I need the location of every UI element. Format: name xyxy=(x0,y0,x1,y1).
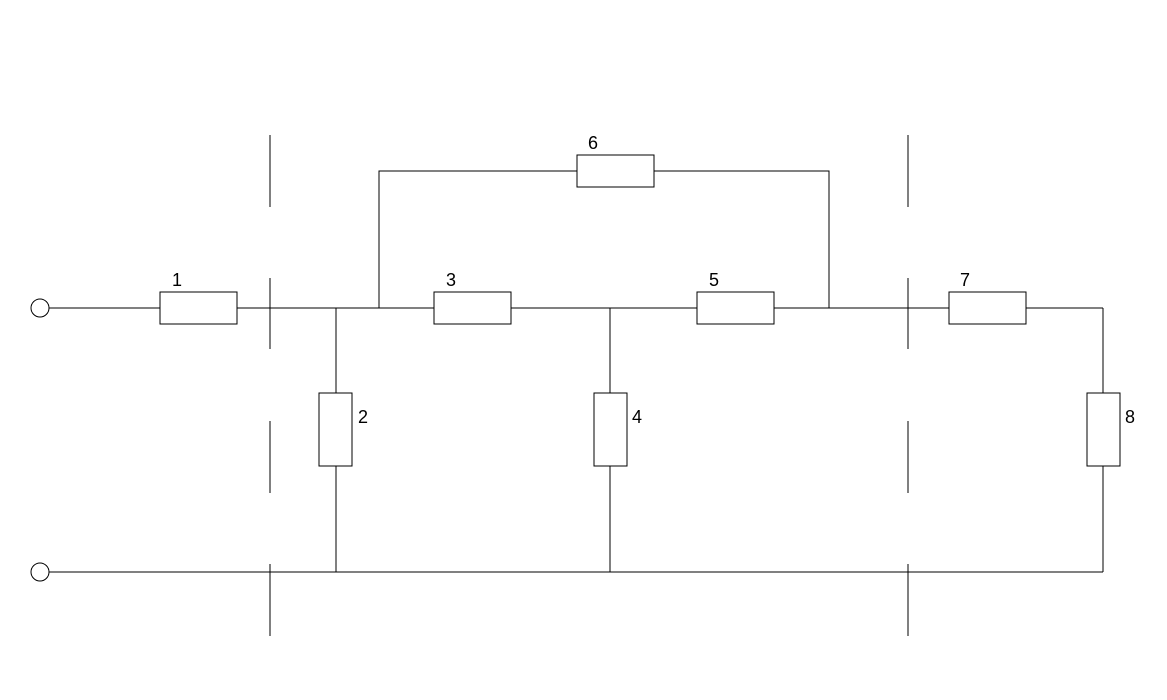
resistor-3 xyxy=(433,291,512,325)
resistor-6-label: 6 xyxy=(588,133,598,153)
resistor-3-label: 3 xyxy=(446,270,456,290)
input-terminal-top xyxy=(30,298,50,318)
resistor-2 xyxy=(318,392,353,467)
resistor-1 xyxy=(159,291,238,325)
resistor-1-label: 1 xyxy=(172,270,182,290)
wire-r6-left-leg xyxy=(378,170,577,308)
wire-r6-right-leg xyxy=(654,170,830,308)
resistor-5-label: 5 xyxy=(709,270,719,290)
resistor-7 xyxy=(948,291,1027,325)
resistor-6 xyxy=(576,154,655,188)
resistor-5 xyxy=(696,291,775,325)
resistor-2-label: 2 xyxy=(358,407,368,427)
resistor-4-label: 4 xyxy=(632,407,642,427)
resistor-4 xyxy=(593,392,628,467)
resistor-8 xyxy=(1086,392,1121,467)
resistor-8-label: 8 xyxy=(1125,407,1135,427)
input-terminal-bottom xyxy=(30,562,50,582)
resistor-7-label: 7 xyxy=(960,270,970,290)
